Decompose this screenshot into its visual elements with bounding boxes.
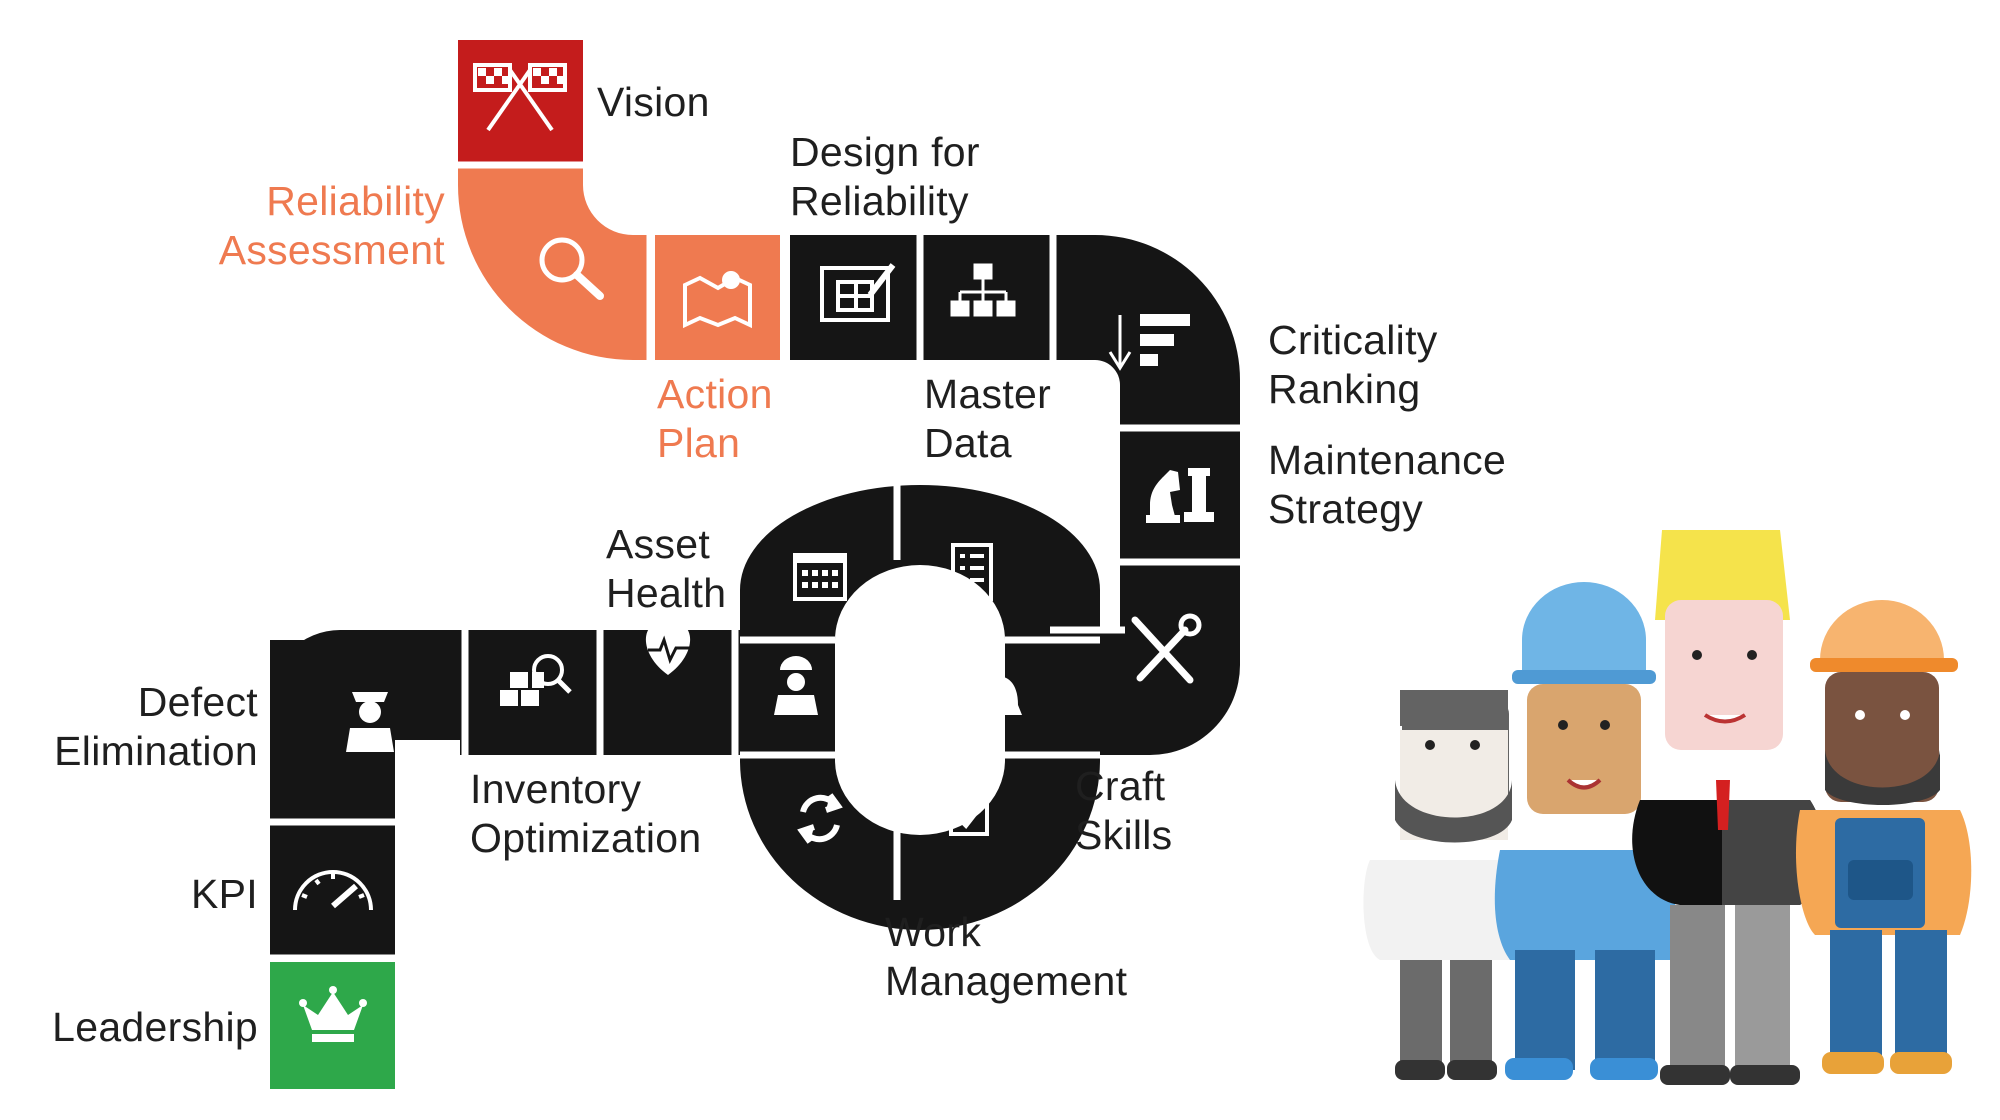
label-criticality-line1: Criticality [1268, 317, 1438, 363]
label-work-line2: Management [885, 958, 1128, 1004]
label-craft-skills: Craft Skills [1075, 762, 1172, 860]
worker-icon [774, 656, 818, 715]
label-reliability-assessment-line2: Assessment [218, 227, 445, 273]
label-craft-line1: Craft [1075, 763, 1166, 809]
label-defect-line2: Elimination [54, 728, 258, 774]
blueprint-pencil-icon [820, 263, 896, 322]
label-master-data-line2: Data [924, 420, 1012, 466]
label-design-line1: Design for [790, 129, 980, 175]
checkered-flags-icon [473, 63, 567, 132]
label-inventory-line1: Inventory [470, 766, 642, 812]
boxes-search-icon [500, 654, 572, 706]
label-vision: Vision [597, 79, 710, 125]
label-design-for-reliability: Design for Reliability [790, 128, 980, 226]
label-master-data-line1: Master [924, 371, 1052, 417]
label-maintenance-line1: Maintenance [1268, 437, 1507, 483]
label-craft-line2: Skills [1075, 812, 1173, 858]
label-master-data: Master Data [924, 370, 1051, 468]
label-design-line2: Reliability [790, 178, 969, 224]
magnifier-icon [539, 237, 604, 300]
label-action-plan-line2: Plan [657, 420, 741, 466]
worker-bearded-white-shirt [1363, 690, 1540, 1080]
label-kpi: KPI [191, 871, 258, 917]
calendar-icon [793, 553, 847, 601]
label-inventory-line2: Optimization [470, 815, 702, 861]
team-of-four-workers-illustration [1363, 530, 1972, 1085]
label-work-management: Work Management [885, 908, 1127, 1006]
heart-pulse-icon [645, 621, 691, 675]
bell-icon [978, 676, 1022, 725]
refresh-cycle-icon [797, 793, 843, 844]
label-criticality-ranking: Criticality Ranking [1268, 316, 1438, 414]
label-asset-health: Asset Health [606, 520, 726, 618]
label-maintenance-strategy: Maintenance Strategy [1268, 436, 1506, 534]
checklist-icon [951, 543, 993, 601]
label-defect-line1: Defect [137, 679, 258, 725]
kpi-tile [270, 825, 395, 955]
worker-blue-hardhat [1494, 582, 1680, 1080]
speedometer-icon [293, 870, 373, 911]
wrench-screwdriver-icon [1131, 613, 1202, 684]
road-orange-section [458, 165, 780, 360]
chess-pieces-icon [1146, 468, 1214, 523]
label-reliability-assessment-line1: Reliability [266, 178, 445, 224]
tile-separators [270, 161, 1240, 962]
label-criticality-line2: Ranking [1268, 366, 1421, 412]
sort-descending-icon [1108, 314, 1190, 371]
map-pin-icon [683, 271, 752, 329]
label-work-line1: Work [885, 909, 982, 955]
label-asset-line1: Asset [606, 521, 711, 567]
label-action-plan: Action Plan [657, 370, 773, 468]
org-chart-icon [950, 263, 1016, 317]
label-reliability-assessment: Reliability Assessment [219, 177, 445, 275]
vision-tile [458, 40, 583, 165]
police-officer-icon [346, 692, 394, 752]
worker-yellow-hair-suit [1632, 530, 1824, 1085]
label-asset-line2: Health [606, 570, 727, 616]
checkbox-icon [949, 798, 989, 836]
label-inventory-optimization: Inventory Optimization [470, 765, 701, 863]
label-leadership: Leadership [52, 1004, 258, 1050]
crown-icon [299, 986, 367, 1042]
label-action-plan-line1: Action [657, 371, 773, 417]
label-maintenance-line2: Strategy [1268, 486, 1424, 532]
worker-orange-hardhat [1795, 600, 1972, 1074]
label-defect-elimination: Defect Elimination [54, 678, 258, 776]
